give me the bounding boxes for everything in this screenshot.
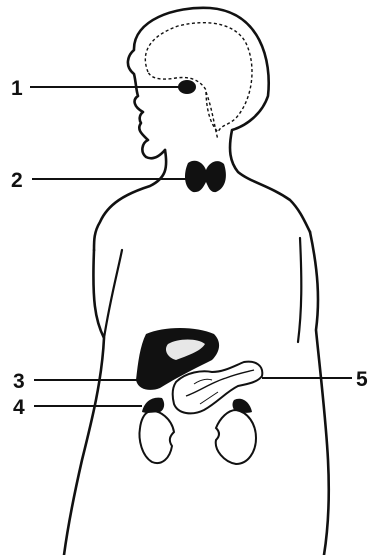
- label-3: 3: [13, 370, 25, 393]
- arm-left-inner: [104, 250, 122, 338]
- thyroid-gland: [185, 161, 226, 192]
- label-5: 5: [356, 368, 368, 391]
- label-4: 4: [13, 396, 25, 419]
- torso-left-outline: [64, 250, 104, 555]
- head-outline: [128, 8, 310, 232]
- label-2: 2: [11, 169, 23, 192]
- arm-right-inner: [298, 238, 301, 342]
- label-1: 1: [11, 77, 23, 100]
- pituitary-gland: [178, 80, 196, 94]
- kidney-right: [216, 410, 256, 464]
- torso-right-outline: [310, 232, 329, 555]
- brain-outline: [145, 23, 252, 132]
- brainstem-outline: [206, 92, 218, 140]
- neck-shoulder-left: [94, 150, 166, 250]
- kidney-left: [140, 411, 175, 463]
